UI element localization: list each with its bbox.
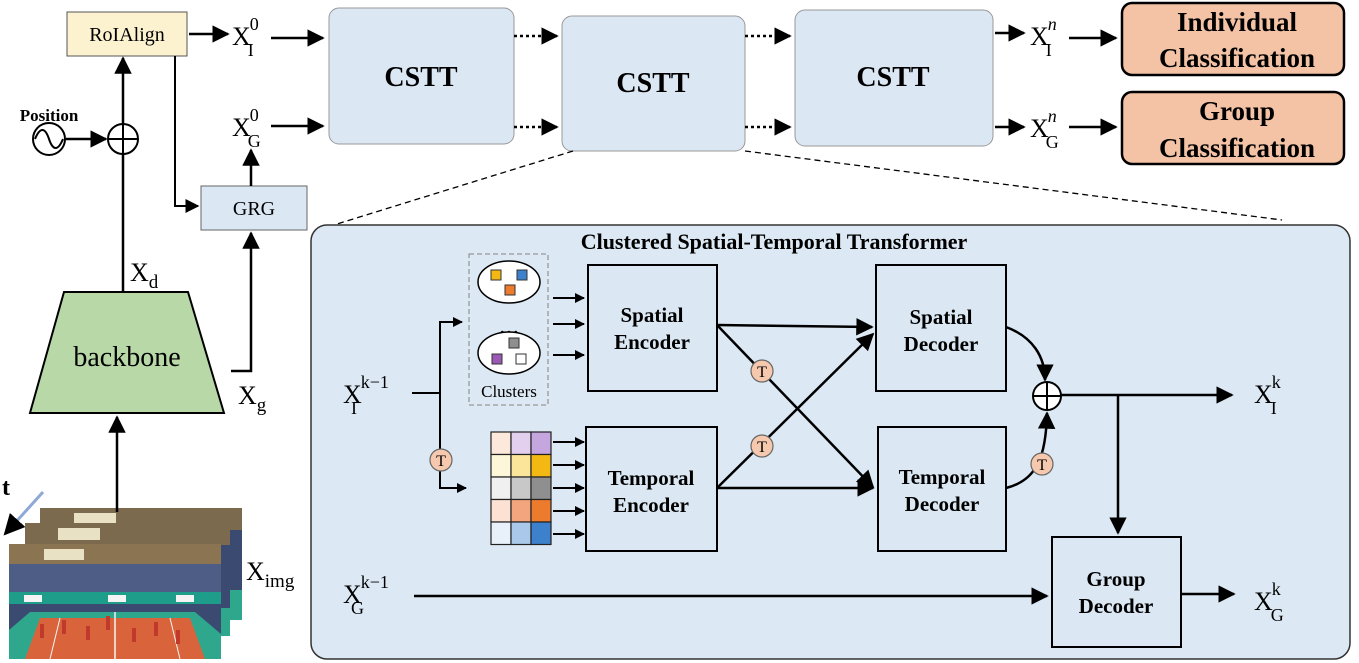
svg-text:Spatial: Spatial [620,303,683,327]
svg-text:Group: Group [1086,567,1145,591]
spatial-encoder-block: Spatial Encoder [587,264,718,392]
svg-text:T: T [757,364,767,381]
transpose-badge-spatial-to-temporal: T [750,359,774,383]
roialign-label: RoIAlign [89,24,165,46]
svg-text:Decoder: Decoder [904,332,979,356]
individual-cls-line1: Individual [1177,7,1298,37]
roialign-block: RoIAlign [66,11,188,57]
group-classification-block: Group Classification [1120,90,1346,166]
svg-text:T: T [757,439,767,456]
transpose-badge-decoder: T [1030,452,1054,476]
clusters-group: … Clusters [468,253,549,406]
grid-cell [530,521,552,546]
grid-cell [510,431,532,456]
group-cls-line2: Classification [1159,133,1315,163]
grg-label: GRG [233,198,275,220]
temporal-token-grid [490,431,552,546]
grid-cell [530,431,552,456]
svg-text:Temporal: Temporal [608,466,695,490]
transpose-badge-temporal-to-spatial: T [750,434,774,458]
cstt-label-2: CSTT [616,68,689,99]
panel-title: Clustered Spatial-Temporal Transformer [581,229,968,254]
group-decoder-block: Group Decoder [1051,536,1182,648]
ximg-label: Ximg [246,557,295,592]
temporal-decoder-block: Temporal Decoder [877,426,1007,552]
grid-to-temporal-arrows [553,437,585,539]
individual-classification-block: Individual Classification [1120,1,1346,77]
spatial-decoder-block: Spatial Decoder [875,264,1007,392]
position-encoding: Position [20,106,79,156]
grid-cell [530,476,552,501]
cstt-block-3: CSTT [794,9,994,147]
transpose-badge-input: T [429,448,453,472]
grid-cell [490,498,512,523]
grid-cell [490,453,512,478]
video-frame-front [9,544,221,660]
cstt-label-3: CSTT [856,62,929,93]
xd-label: Xd [130,258,159,293]
svg-text:Encoder: Encoder [613,493,689,517]
xg-label: Xg [238,381,267,416]
cstt-block-2: CSTT [561,15,746,152]
position-label: Position [20,106,79,125]
svg-text:T: T [436,453,446,470]
svg-text:Encoder: Encoder [614,330,690,354]
grid-cell [530,453,552,478]
input-frames [9,508,242,660]
add-icon-decoder [1032,381,1062,411]
svg-text:Temporal: Temporal [899,465,986,489]
group-cls-line1: Group [1199,96,1275,126]
temporal-encoder-block: Temporal Encoder [585,426,718,552]
grid-cell [530,498,552,523]
backbone-label: backbone [73,342,180,373]
grid-cell [490,521,512,546]
add-icon-position [107,123,139,155]
svg-text:Spatial: Spatial [909,305,972,329]
individual-cls-line2: Classification [1159,43,1315,73]
grid-cell [490,431,512,456]
cstt-label-1: CSTT [384,62,457,93]
time-label: t [2,475,10,501]
clusters-label: Clusters [481,382,537,401]
grid-cell [510,498,532,523]
grid-cell [510,521,532,546]
grid-cell [510,476,532,501]
svg-text:Decoder: Decoder [905,492,980,516]
encoder-decoder-arrows [716,318,875,497]
grid-cell [490,476,512,501]
grg-block: GRG [200,185,308,231]
svg-text:Decoder: Decoder [1079,594,1154,618]
backbone-block: backbone [28,291,226,414]
grid-cell [510,453,532,478]
cstt-block-1: CSTT [328,7,515,145]
svg-text:T: T [1037,457,1047,474]
